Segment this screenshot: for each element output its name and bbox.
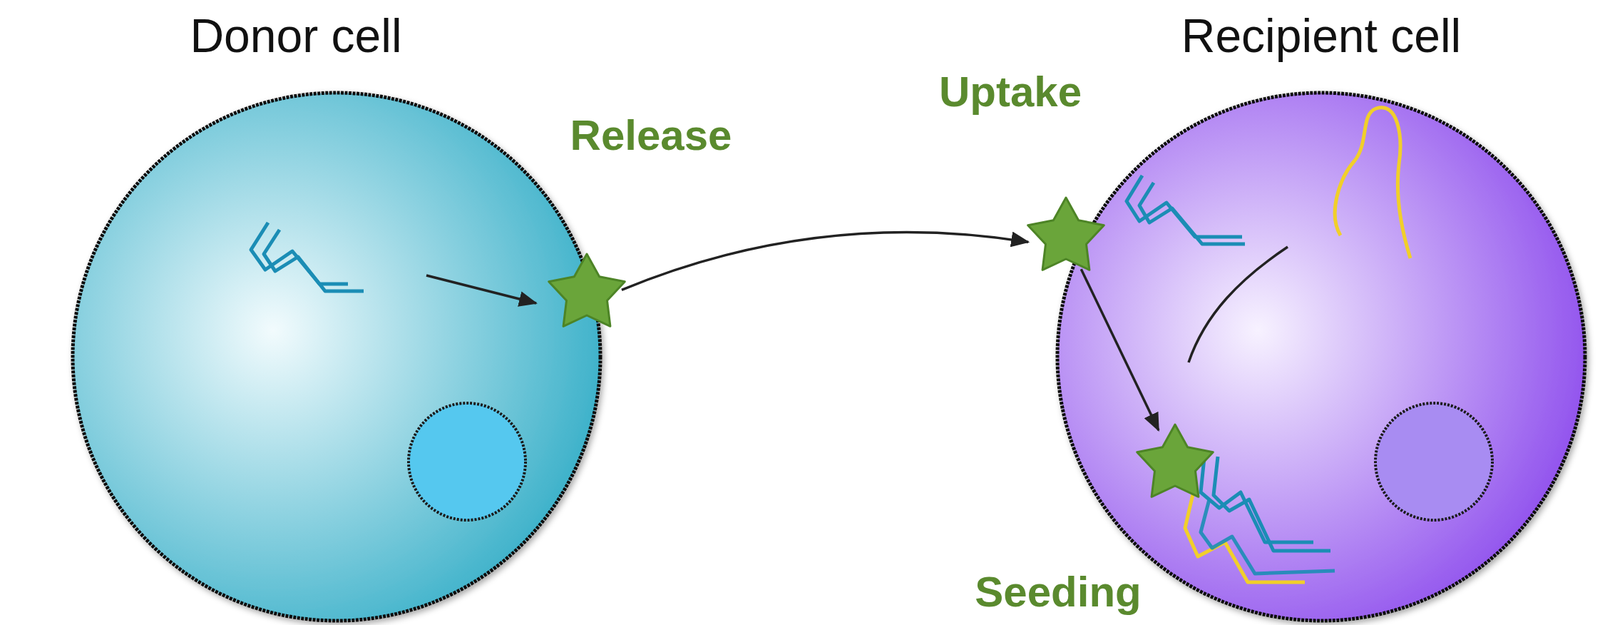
star-shape xyxy=(544,250,630,337)
step-label: Seeding xyxy=(974,568,1141,616)
cell-outline xyxy=(69,89,604,624)
transfer-arrow xyxy=(621,231,1029,290)
step-star: Uptake xyxy=(1023,194,1109,281)
step-star: Release xyxy=(544,250,630,337)
star-shape xyxy=(1132,421,1218,507)
nucleus xyxy=(408,402,526,520)
cell-outline xyxy=(1054,89,1588,624)
step-label: Uptake xyxy=(939,68,1082,116)
step-label: Release xyxy=(570,111,733,160)
cell-title: Recipient cell xyxy=(1181,9,1462,63)
cell-title: Donor cell xyxy=(189,9,402,63)
star-shape xyxy=(1023,194,1109,281)
nucleus xyxy=(1375,402,1493,520)
cell-circle: Recipient cellUptakeSeeding xyxy=(1054,89,1588,624)
cell-circle: Donor cellRelease xyxy=(69,89,604,624)
step-star: Seeding xyxy=(1132,421,1218,507)
